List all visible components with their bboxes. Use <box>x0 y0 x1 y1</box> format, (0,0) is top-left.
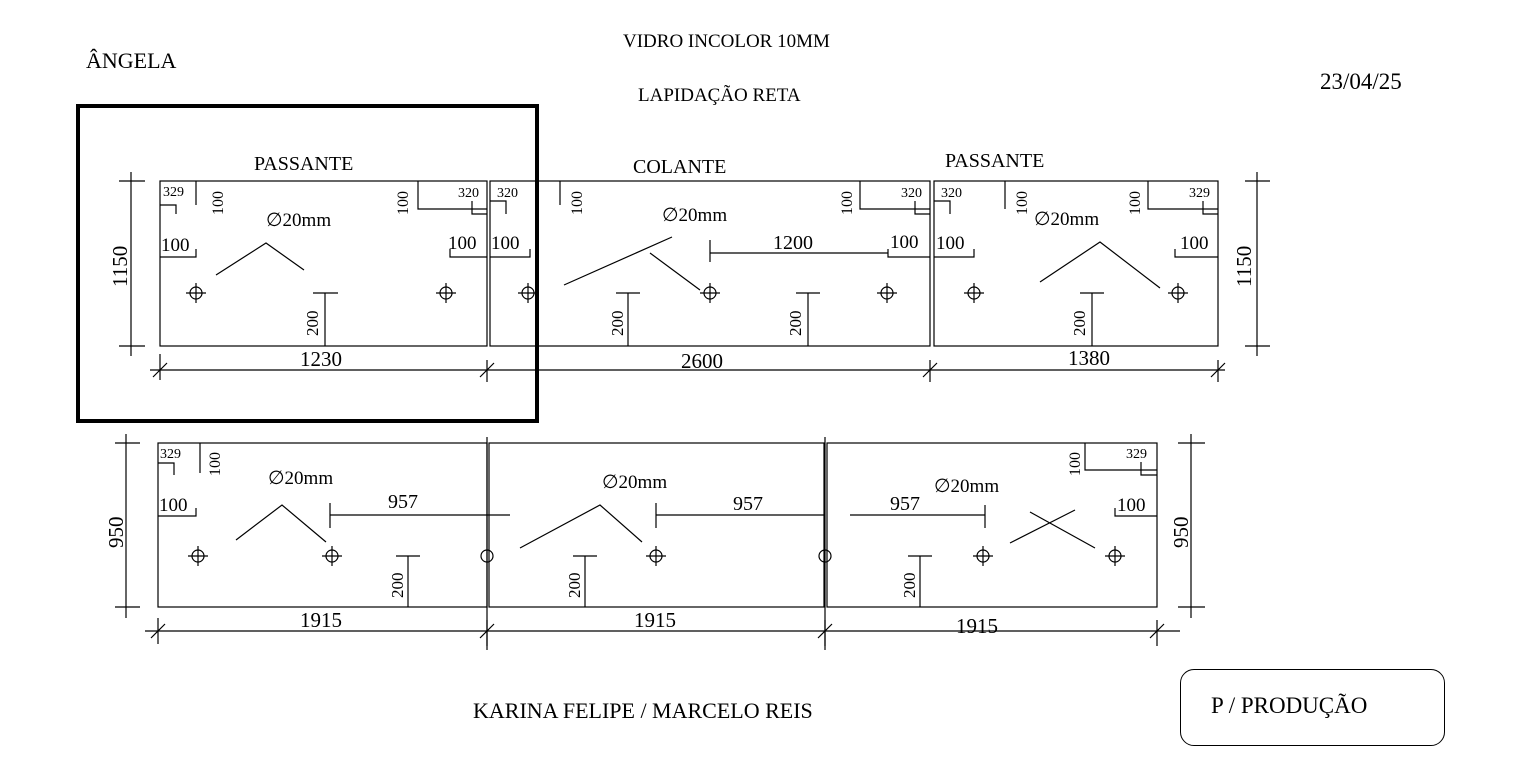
panel-bottom-middle <box>488 442 825 608</box>
dim-100: 100 <box>1067 452 1084 476</box>
dim-100: 100 <box>1127 191 1144 215</box>
panel-top-middle-type: COLANTE <box>633 156 726 178</box>
dim-320: 320 <box>901 186 922 201</box>
highlight-box <box>76 104 539 423</box>
hole-diameter-label: ∅20mm <box>266 210 331 231</box>
dim-200: 200 <box>303 311 322 337</box>
hole-diameter-label: ∅20mm <box>662 205 727 226</box>
dim-100: 100 <box>890 232 919 253</box>
panel-top-right-type: PASSANTE <box>945 150 1044 172</box>
dim-100: 100 <box>491 233 520 254</box>
dim-957: 957 <box>388 491 418 513</box>
hole-diameter-label: ∅20mm <box>1034 209 1099 230</box>
status-label: P / PRODUÇÃO <box>1211 693 1368 718</box>
client-name: ÂNGELA <box>86 48 177 73</box>
dim-100: 100 <box>207 452 224 476</box>
dim-100: 100 <box>210 191 227 215</box>
hole-diameter-label: ∅20mm <box>602 472 667 493</box>
dim-320: 320 <box>941 186 962 201</box>
dim-200: 200 <box>1070 311 1089 337</box>
width-bottom-right: 1915 <box>956 614 998 638</box>
dim-329: 329 <box>1189 186 1210 201</box>
width-top-left: 1230 <box>300 347 342 371</box>
panel-top-right <box>933 180 1219 347</box>
panel-top-left <box>159 180 488 347</box>
order-date: 23/04/25 <box>1320 69 1402 94</box>
footer-names: KARINA FELIPE / MARCELO REIS <box>473 698 813 723</box>
dim-100: 100 <box>395 191 412 215</box>
width-bottom-left: 1915 <box>300 608 342 632</box>
dim-1200: 1200 <box>773 232 813 254</box>
dim-329: 329 <box>1126 447 1147 462</box>
dim-200: 200 <box>388 573 407 599</box>
status-box: P / PRODUÇÃO <box>1180 669 1445 746</box>
height-bottom-left: 950 <box>104 517 128 549</box>
panel-top-left-type: PASSANTE <box>254 153 353 175</box>
dim-100: 100 <box>1117 495 1146 516</box>
drill-hole-marks-top <box>186 283 1188 303</box>
dim-320: 320 <box>458 186 479 201</box>
width-top-middle: 2600 <box>681 349 723 373</box>
width-bottom-middle: 1915 <box>634 608 676 632</box>
dim-200: 200 <box>565 573 584 599</box>
dim-100: 100 <box>161 235 190 256</box>
dim-957: 957 <box>890 493 920 515</box>
height-bottom-right: 950 <box>1169 517 1193 549</box>
dim-200: 200 <box>608 311 627 337</box>
dim-329: 329 <box>160 447 181 462</box>
panel-bottom-right <box>826 442 1158 608</box>
hole-diameter-label: ∅20mm <box>934 476 999 497</box>
dim-329: 329 <box>163 185 184 200</box>
height-top-right: 1150 <box>1232 246 1256 287</box>
width-top-right: 1380 <box>1068 346 1110 370</box>
hole-diameter-label: ∅20mm <box>268 468 333 489</box>
material-spec: VIDRO INCOLOR 10MM <box>623 31 830 52</box>
dim-200: 200 <box>900 573 919 599</box>
dim-100: 100 <box>839 191 856 215</box>
dim-320: 320 <box>497 186 518 201</box>
edge-finish: LAPIDAÇÃO RETA <box>638 85 801 106</box>
dim-100: 100 <box>1180 233 1209 254</box>
drill-hole-marks-bottom <box>188 546 1125 566</box>
dim-200: 200 <box>786 311 805 337</box>
dim-100: 100 <box>448 233 477 254</box>
height-top-left: 1150 <box>108 246 132 287</box>
dim-100: 100 <box>159 495 188 516</box>
dim-957: 957 <box>733 493 763 515</box>
dim-100: 100 <box>569 191 586 215</box>
dim-100: 100 <box>936 233 965 254</box>
dim-100: 100 <box>1014 191 1031 215</box>
panel-top-middle <box>489 180 931 347</box>
